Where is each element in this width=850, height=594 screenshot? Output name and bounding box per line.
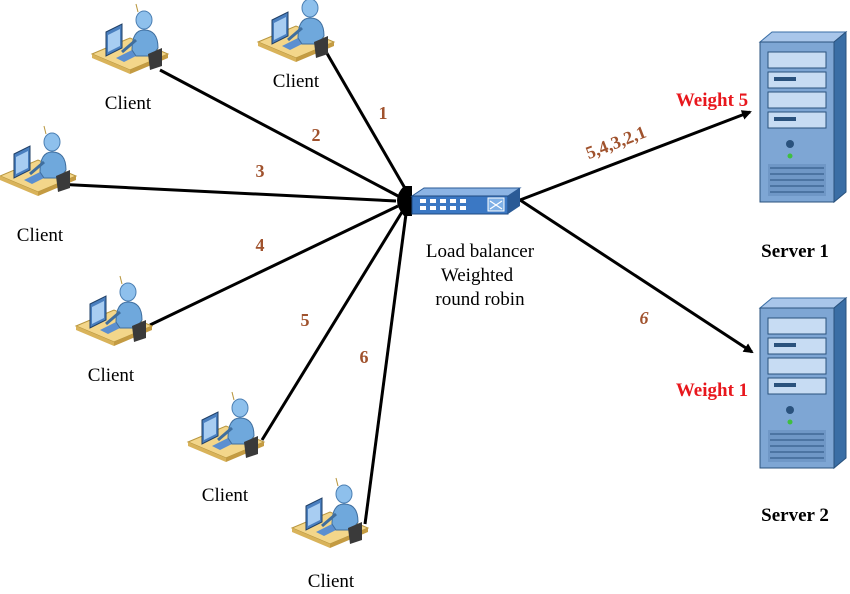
client-workstation-icon: [0, 124, 78, 198]
client-4: Client: [74, 274, 154, 386]
edge-to-server-2: [519, 198, 754, 354]
server-1-label: Server 1: [761, 241, 829, 262]
request-number-6: 6: [360, 347, 369, 367]
client-1: Client: [256, 0, 336, 92]
client-workstation-icon: [256, 0, 336, 64]
client-2-label: Client: [105, 93, 152, 114]
edge-to-server-1: [519, 110, 752, 202]
server-tower-icon: [759, 31, 847, 203]
load-balancer-port-icon: [397, 186, 412, 216]
client-4-label: Client: [88, 365, 135, 386]
server-tower-icon: [759, 297, 847, 469]
edge-client-6: [363, 213, 408, 525]
edge-client-3: [54, 182, 397, 203]
load-balancer-label-line3: round robin: [435, 289, 525, 310]
server-2: Weight 1 Server 2: [676, 297, 847, 526]
client-3-label: Client: [17, 225, 64, 246]
server-1: Weight 5 Server 1: [676, 31, 847, 262]
client-workstation-icon: [186, 390, 266, 464]
network-switch-icon: [410, 187, 522, 215]
client-2: Client: [90, 2, 170, 114]
request-number-3: 3: [256, 161, 265, 181]
client-1-label: Client: [273, 71, 320, 92]
client-workstation-icon: [90, 2, 170, 76]
server-2-label: Server 2: [761, 505, 829, 526]
edge-client-4: [149, 204, 399, 327]
request-number-1: 1: [379, 103, 388, 123]
request-number-5: 5: [301, 310, 310, 330]
client-3: Client: [0, 124, 78, 246]
load-balancer: Load balancer Weighted round robin: [397, 186, 535, 310]
edge-client-2: [159, 68, 399, 198]
client-6: Client: [290, 476, 370, 592]
client-6-label: Client: [308, 571, 355, 592]
server-1-sequence: 5,4,3,2,1: [583, 122, 649, 163]
server-2-sequence: 6: [640, 308, 649, 328]
client-5: Client: [186, 390, 266, 506]
load-balancer-label-line1: Load balancer: [426, 241, 535, 262]
edge-client-5: [260, 211, 404, 441]
request-number-2: 2: [312, 125, 321, 145]
client-5-label: Client: [202, 485, 249, 506]
server-1-weight: Weight 5: [676, 90, 748, 111]
client-workstation-icon: [74, 274, 154, 348]
request-number-4: 4: [256, 235, 265, 255]
client-workstation-icon: [290, 476, 370, 550]
server-2-weight: Weight 1: [676, 380, 748, 401]
edge-client-1: [323, 49, 408, 191]
load-balancer-label-line2: Weighted: [441, 265, 514, 286]
